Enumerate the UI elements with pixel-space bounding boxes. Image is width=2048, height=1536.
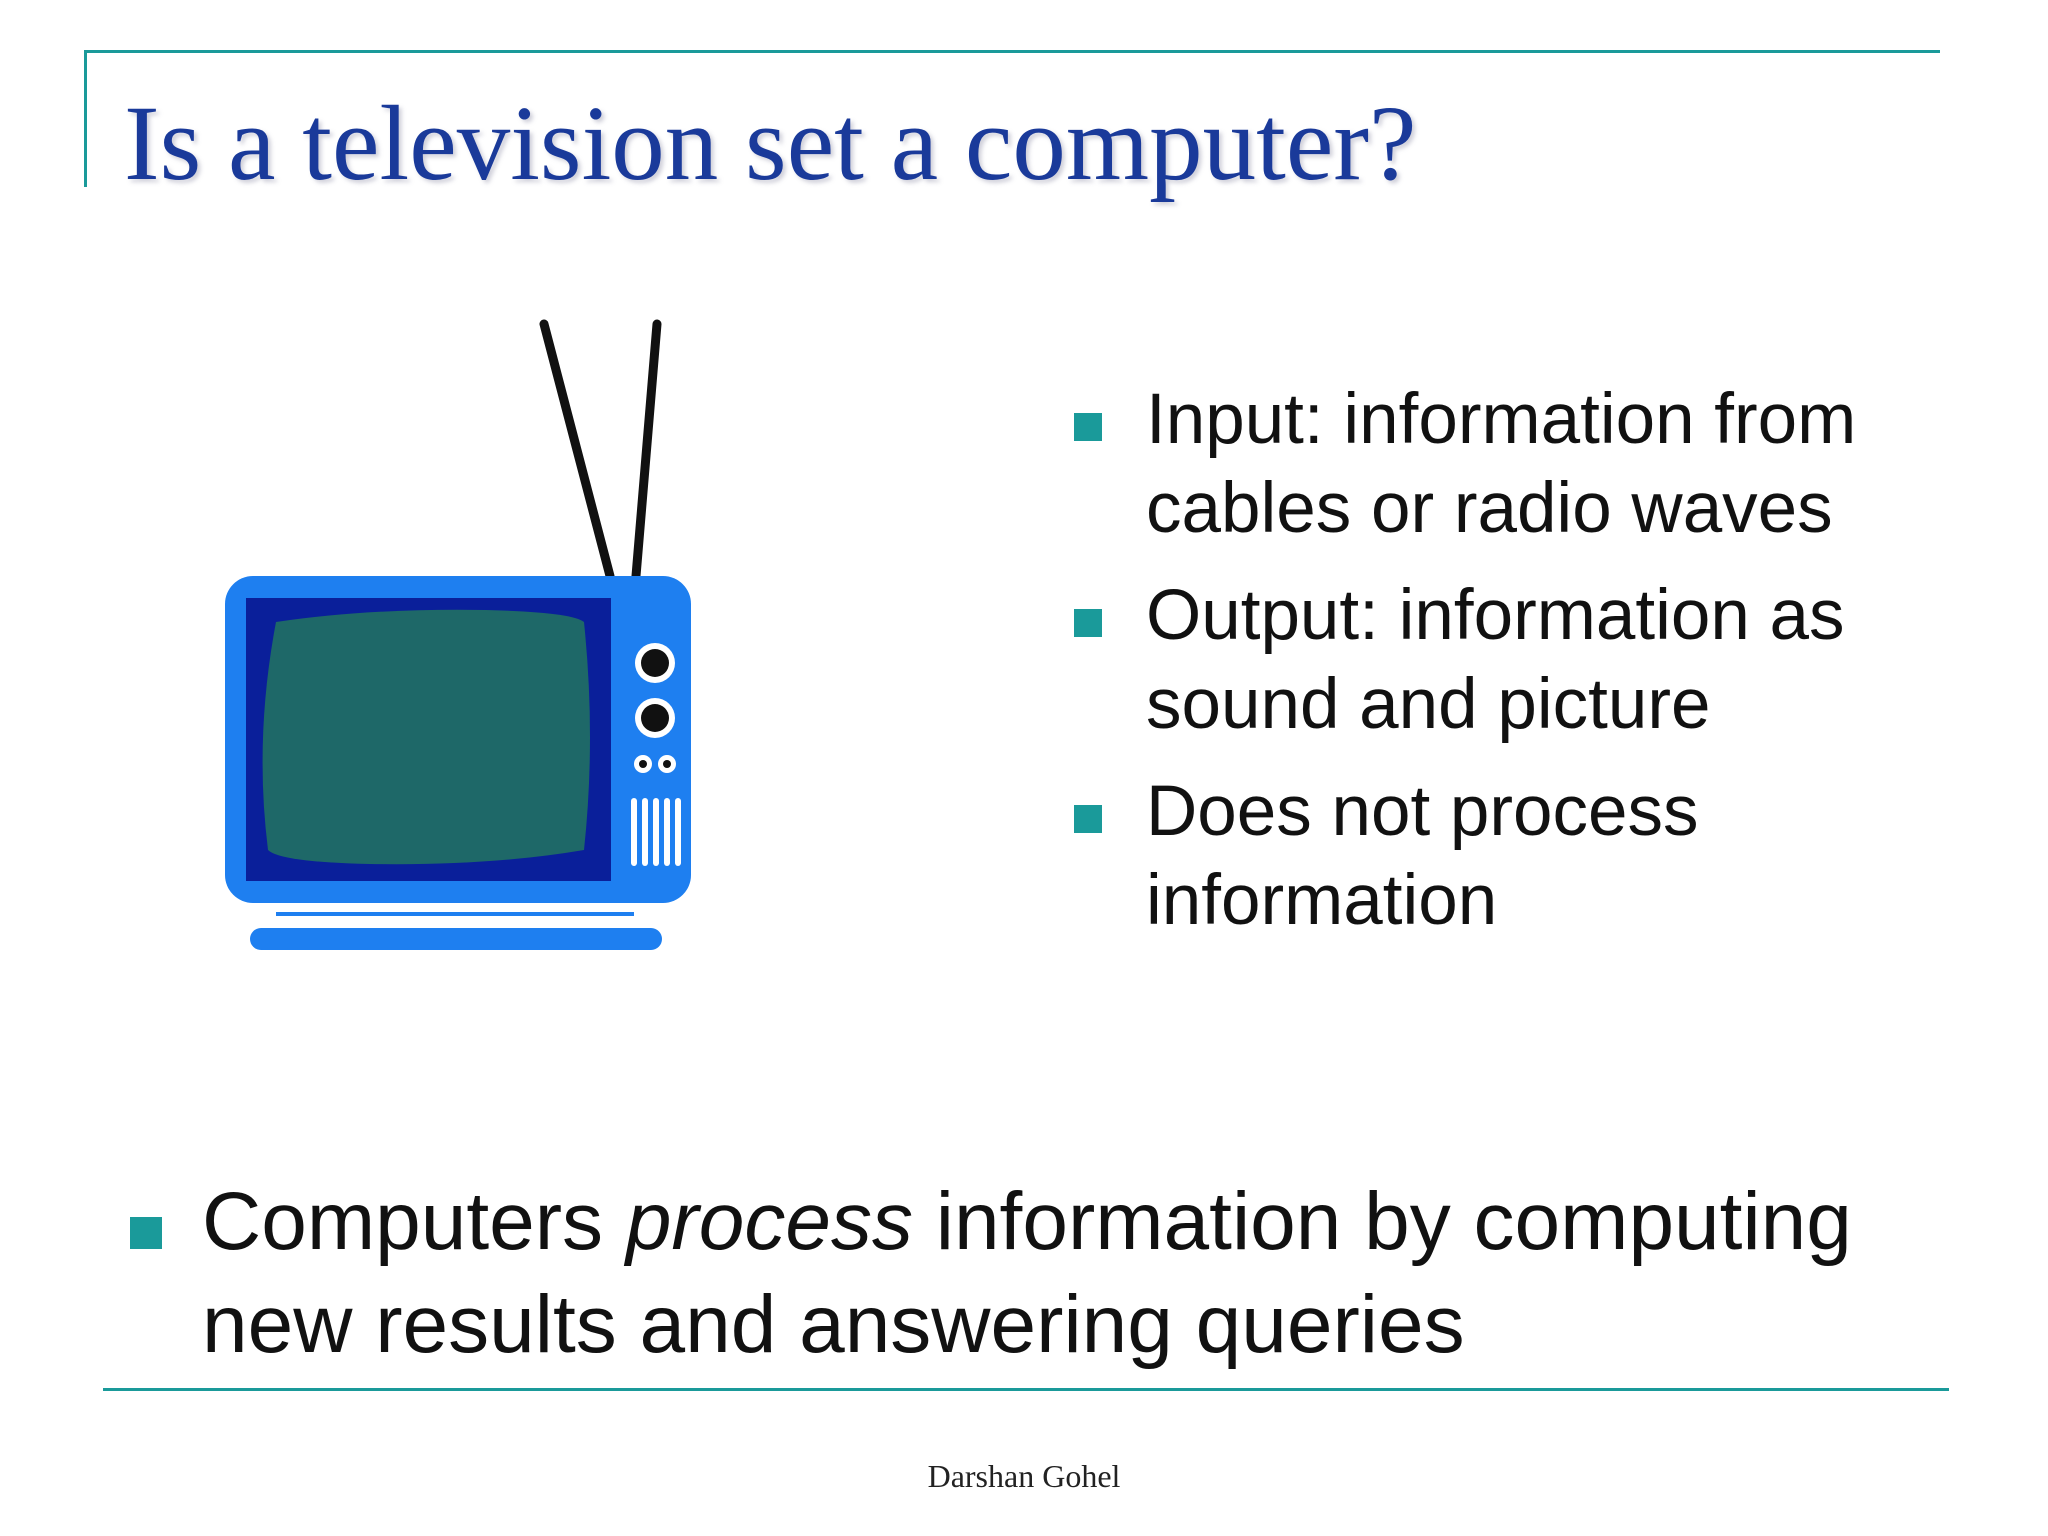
bullet-square-icon [1074,413,1102,441]
bullet-square-icon [1074,805,1102,833]
bullet-process: Does not process information [1070,767,1970,945]
television-icon [225,319,691,950]
bullet-text: Input: information from cables or radio … [1146,380,1857,548]
top-rule [84,50,1940,53]
bullet-square-icon [130,1217,162,1249]
left-rule [84,50,87,187]
bottom-text-suffix: information by computing new results and… [202,1176,1852,1370]
bullet-output: Output: information as sound and picture [1070,571,1970,749]
bottom-text-emphasis: process [625,1176,913,1267]
tv-screen [262,609,590,865]
bullet-square-icon [1074,609,1102,637]
bullet-text: Output: information as sound and picture [1146,576,1845,744]
bullet-list: Input: information from cables or radio … [1070,375,1970,963]
bullet-input: Input: information from cables or radio … [1070,375,1970,553]
antenna-left [539,319,615,581]
bottom-text-prefix: Computers [202,1176,626,1267]
bottom-rule [103,1388,1949,1391]
tv-stand-line [276,912,634,916]
tv-stand-base [250,928,662,950]
speaker-grille [631,798,681,866]
footer-author: Darshan Gohel [927,1458,1121,1494]
bottom-bullet: Computers process information by computi… [126,1170,2022,1376]
bullet-text: Does not process information [1146,772,1699,940]
slide-title: Is a television set a computer? [124,85,1417,203]
antenna-right [631,319,662,581]
